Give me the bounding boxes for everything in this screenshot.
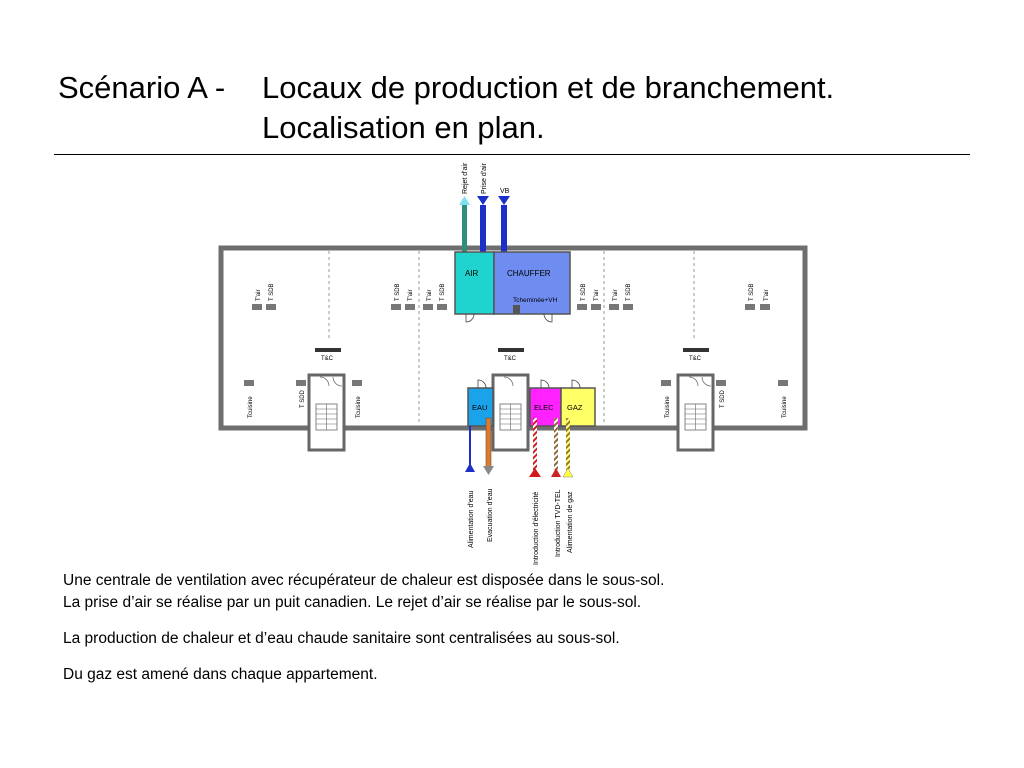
prise-air-arrow (477, 196, 489, 205)
tair-label-2: T'air (408, 290, 414, 301)
tair-label-6: T'air (764, 290, 770, 301)
staircase-center (491, 373, 530, 452)
tsdb-label-6: T SDB (749, 283, 755, 301)
room-air-label: AIR (465, 269, 479, 278)
alim-gaz-arrow (562, 467, 574, 478)
paragraph-1a: Une centrale de ventilation avec récupér… (63, 572, 665, 589)
alim-gaz-pipe (566, 418, 570, 470)
tc-label-1: T&C (321, 356, 334, 362)
tc-markers: T&C T&C T&C (315, 348, 709, 362)
rejet-air-label: Rejet d'air (462, 162, 469, 194)
cheminee-label: Tcheminée+VH (513, 297, 558, 304)
vb-label: VB (500, 188, 510, 195)
tair-label-3: T'air (427, 290, 433, 301)
intro-tvd-pipe (554, 418, 558, 470)
paragraph-3: Du gaz est amené dans chaque appartement… (63, 666, 378, 683)
partition-walls (328, 251, 695, 425)
door-air (465, 313, 475, 323)
intro-tvd-label: Introduction TVD-TEL (555, 489, 562, 557)
door-gaz (571, 379, 581, 389)
evac-eau-pipe (485, 417, 492, 471)
vb-arrow (498, 196, 510, 205)
evac-eau-label: Evacuation d'eau (487, 488, 494, 542)
alim-gaz-label: Alimentation de gaz (567, 491, 574, 553)
staircase-left (307, 373, 346, 452)
vb-duct (501, 205, 507, 255)
rejet-air-duct (462, 205, 467, 255)
alim-eau-arrow (465, 463, 475, 472)
title-line-1: Locaux de production et de branchement. (262, 70, 835, 105)
paragraph-1b: La prise d’air se réalise par un puit ca… (63, 594, 642, 611)
room-chauffer-label: CHAUFFER (507, 269, 551, 278)
room-gaz-label: GAZ (567, 403, 583, 412)
tsdb-label-5: T SDB (626, 283, 632, 301)
room-chauffer (493, 251, 571, 315)
description-text: Une centrale de ventilation avec récupér… (63, 570, 664, 686)
tair-label-4: T'air (594, 290, 600, 301)
tc-label-2: T&C (504, 356, 517, 362)
tc-label-3: T&C (689, 356, 702, 362)
tsdb-label-4: T SDB (581, 283, 587, 301)
room-eau-label: EAU (472, 403, 487, 412)
rejet-air-arrow (459, 196, 470, 205)
title-divider (54, 154, 970, 155)
tair-label-1: T'air (256, 290, 262, 301)
intro-tvd-arrow (551, 468, 561, 477)
equipment-labels: T'air T SDB T SDB T'air T'air T SDB T SD… (248, 283, 788, 418)
intro-elec-pipe (533, 418, 537, 470)
staircase-right (676, 373, 715, 452)
title-line-2: Localisation en plan. (262, 110, 545, 145)
bottom-conduits: Alimentation d'eau Evacuation d'eau Intr… (465, 417, 574, 565)
door-chauffer (543, 313, 553, 323)
title-scenario: Scénario A - (58, 70, 226, 105)
tsdd-label-2: T SDD (720, 389, 726, 408)
prise-air-duct (480, 205, 486, 255)
paragraph-2: La production de chaleur et d’eau chaude… (63, 630, 620, 647)
tcuisine-label-2: Tcuisine (356, 396, 362, 418)
door-eau (477, 379, 487, 389)
tair-label-5: T'air (613, 290, 619, 301)
tsdd-label-1: T SDD (300, 389, 306, 408)
tsdb-label-3: T SDB (440, 283, 446, 301)
door-elec (540, 379, 550, 389)
small-equipment (244, 304, 788, 386)
room-air (454, 251, 495, 315)
tcuisine-label-1: Tcuisine (248, 396, 254, 418)
tsdb-label-1: T SDB (269, 283, 275, 301)
technical-rooms-top: AIR CHAUFFER Tcheminée+VH (454, 251, 571, 323)
tcuisine-label-3: Tcuisine (665, 396, 671, 418)
top-conduits: Rejet d'air Prise d'air VB (459, 162, 510, 255)
intro-elec-arrow (529, 468, 541, 477)
cheminee-shaft (513, 305, 520, 314)
prise-air-label: Prise d'air (481, 162, 488, 194)
tsdb-label-2: T SDB (395, 283, 401, 301)
room-elec-label: ELEC (534, 403, 554, 412)
evac-eau-arrow (483, 466, 494, 475)
alim-eau-pipe (469, 426, 471, 470)
alim-eau-label: Alimentation d'eau (468, 491, 475, 548)
staircases (307, 373, 715, 452)
tcuisine-label-4: Tcuisine (782, 396, 788, 418)
intro-elec-label: Introduction d'électricité (533, 492, 540, 565)
